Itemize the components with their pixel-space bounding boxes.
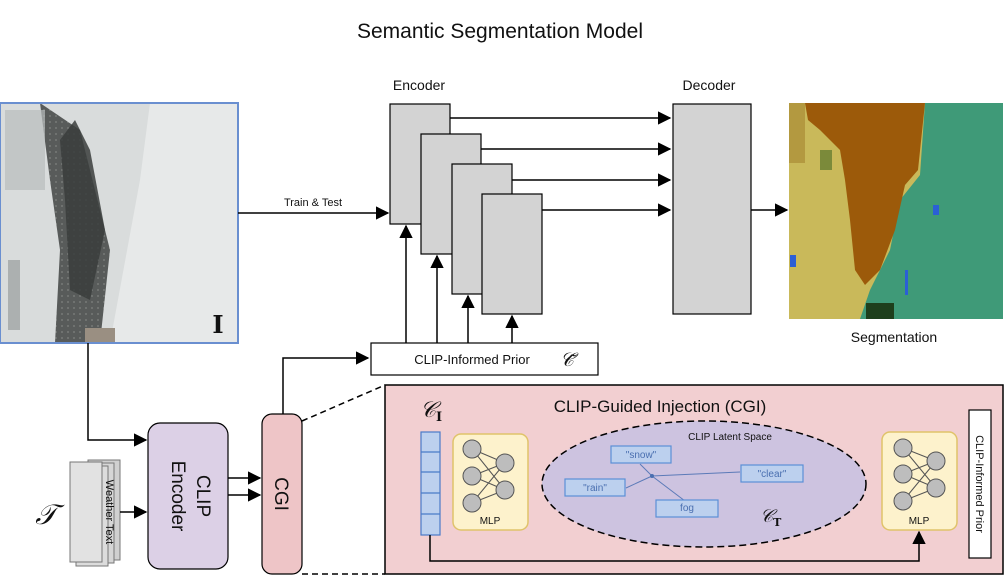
- latent-word-snow: "snow": [610, 445, 672, 464]
- mlp-right: MLP: [881, 431, 958, 531]
- cgi-panel-title: CLIP-Guided Injection (CGI): [554, 397, 767, 416]
- cgi-to-prior-arrow: [282, 351, 370, 414]
- svg-text:"snow": "snow": [626, 450, 657, 461]
- diagram-title: Semantic Segmentation Model: [357, 20, 643, 43]
- skip-arrows: [450, 111, 672, 217]
- mlp-left-label: MLP: [480, 516, 501, 527]
- train-test-label: Train & Test: [284, 197, 342, 209]
- encoder-label: Encoder: [393, 77, 445, 93]
- encoder-block-4: [481, 193, 543, 315]
- latent-word-clear: "clear": [740, 464, 804, 483]
- clip-encoder: [147, 422, 229, 570]
- weather-text-label: Weather Text: [103, 480, 115, 544]
- mlp-left: MLP: [452, 433, 529, 531]
- mlp-right-label: MLP: [909, 516, 930, 527]
- svg-text:"rain": "rain": [583, 483, 607, 494]
- svg-text:fog: fog: [680, 503, 694, 514]
- latent-space-label: CLIP Latent Space: [688, 432, 772, 443]
- prior-injection-arrows: [399, 224, 519, 343]
- weather-text-stack: Weather Text: [69, 459, 121, 567]
- clip-encoder-label-line1: CLIP: [192, 475, 213, 517]
- svg-text:"clear": "clear": [758, 469, 787, 480]
- latent-word-rain: "rain": [564, 478, 626, 497]
- latent-word-fog: fog: [655, 499, 719, 518]
- encoder: [389, 103, 543, 315]
- zoom-line-top: [301, 384, 386, 422]
- c-i-vector: [420, 431, 441, 536]
- decoder: [672, 103, 752, 315]
- clip-informed-prior-vertical-label: CLIP-Informed Prior: [973, 435, 985, 533]
- cgi-block: [261, 413, 303, 575]
- c-i-to-mlp-arrow: [429, 530, 926, 562]
- segmentation-label: Segmentation: [851, 329, 937, 345]
- cgi-block-label: CGI: [270, 477, 291, 511]
- decoder-label: Decoder: [683, 77, 736, 93]
- image-symbol: I: [212, 310, 223, 339]
- clip-informed-prior-label: CLIP-Informed Prior: [414, 352, 530, 367]
- segmentation-map: [789, 103, 1003, 319]
- latent-links: [625, 463, 741, 502]
- clip-informed-prior-output: [968, 409, 992, 559]
- image-to-clip-arrow: [87, 343, 148, 447]
- input-image: I: [0, 102, 239, 344]
- clip-informed-prior-box: [370, 342, 599, 376]
- text-symbol: 𝒯: [35, 498, 65, 531]
- clip-encoder-label-line2: Encoder: [167, 461, 188, 532]
